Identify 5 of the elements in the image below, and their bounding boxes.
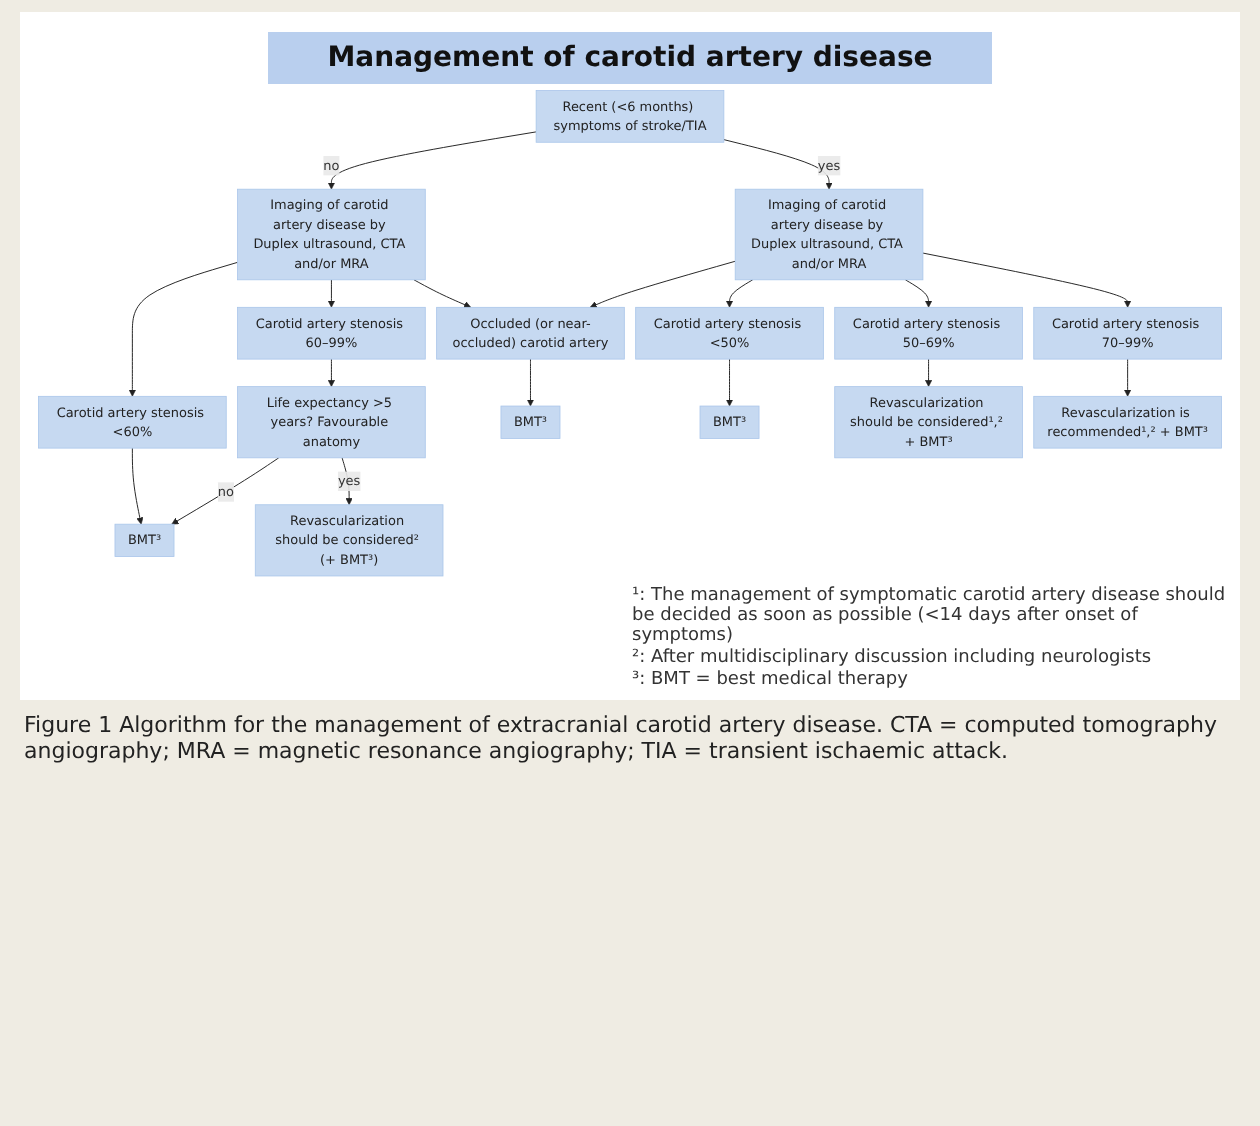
footnote: ³: BMT = best medical therapy — [632, 670, 910, 691]
footnote: ¹: The management of symptomatic carotid artery disease should be decided as soon as possible (<14 days after onset of symptoms) — [632, 586, 1228, 647]
title-banner: Management of carotid artery disease — [267, 32, 993, 84]
figure-caption: Figure 1 Algorithm for the management of extracranial carotid artery disease. CTA = computed tomography angiography; MRA = magnetic resonance angiography; TIA = transient ischaemic attack. — [24, 712, 1219, 765]
footnote: ²: After multidisciplinary discussion including neurologists — [632, 648, 1154, 669]
